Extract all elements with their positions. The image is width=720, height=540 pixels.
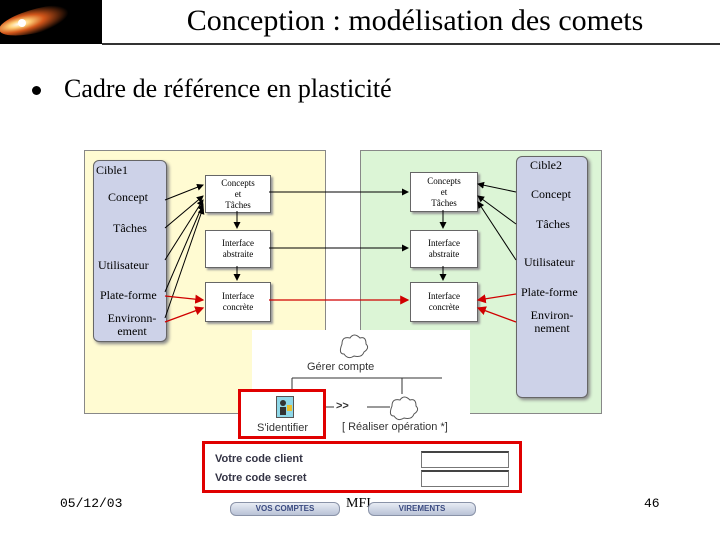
- bullet-text: Cadre de référence en plasticité: [64, 74, 392, 103]
- task-tree-graphics: [291, 334, 442, 421]
- target1-concepts-tasks-box: Concepts et Tâches: [205, 175, 271, 213]
- secret-code-label: Votre code secret: [215, 472, 307, 484]
- target2-heading: Cible2: [530, 158, 562, 172]
- target2-user: Utilisateur: [524, 255, 575, 269]
- page-number: 46: [644, 496, 660, 511]
- target1-heading: Cible1: [96, 163, 128, 177]
- target1-platform: Plate-forme: [100, 288, 157, 302]
- comet-logo: [0, 0, 102, 44]
- task-root-label: Gérer compte: [307, 361, 375, 373]
- accounts-nav-button[interactable]: VOS COMPTES: [230, 502, 340, 516]
- target2-tasks: Tâches: [536, 217, 570, 231]
- target2-concept: Concept: [531, 187, 571, 201]
- user-task-icon: [276, 396, 294, 418]
- footer-label: MFI: [346, 496, 371, 511]
- target1-concrete-interface-box: Interface concrète: [205, 282, 271, 322]
- task-right-label: [ Réaliser opération *]: [342, 421, 448, 433]
- target2-abstract-interface-box: Interface abstraite: [410, 230, 478, 268]
- footer-date: 05/12/03: [60, 496, 123, 511]
- target1-tasks: Tâches: [113, 221, 147, 235]
- secret-code-input[interactable]: [421, 470, 509, 487]
- slide-title: Conception : modélisation des comets: [186, 4, 644, 37]
- identify-task-highlight: S'identifier: [238, 389, 326, 439]
- target1-column: [93, 160, 167, 342]
- title-divider: [102, 43, 720, 45]
- target2-concrete-interface-box: Interface concrète: [410, 282, 478, 322]
- target2-platform: Plate-forme: [521, 285, 578, 299]
- bullet-dot: [32, 86, 41, 95]
- target1-user: Utilisateur: [98, 258, 149, 272]
- client-code-label: Votre code client: [215, 453, 303, 465]
- target1-abstract-interface-box: Interface abstraite: [205, 230, 271, 268]
- target2-column: [516, 156, 588, 398]
- client-code-input[interactable]: [421, 451, 509, 468]
- target1-concept: Concept: [108, 190, 148, 204]
- target1-environment: Environn- ement: [107, 311, 157, 338]
- transfers-nav-button[interactable]: VIREMENTS: [368, 502, 476, 516]
- task-left-label: S'identifier: [257, 422, 309, 434]
- target2-concepts-tasks-box: Concepts et Tâches: [410, 172, 478, 212]
- login-form-highlight: Votre code client Votre code secret: [202, 441, 522, 493]
- target2-environment: Environ- nement: [530, 308, 574, 335]
- task-operator: >>: [336, 400, 349, 412]
